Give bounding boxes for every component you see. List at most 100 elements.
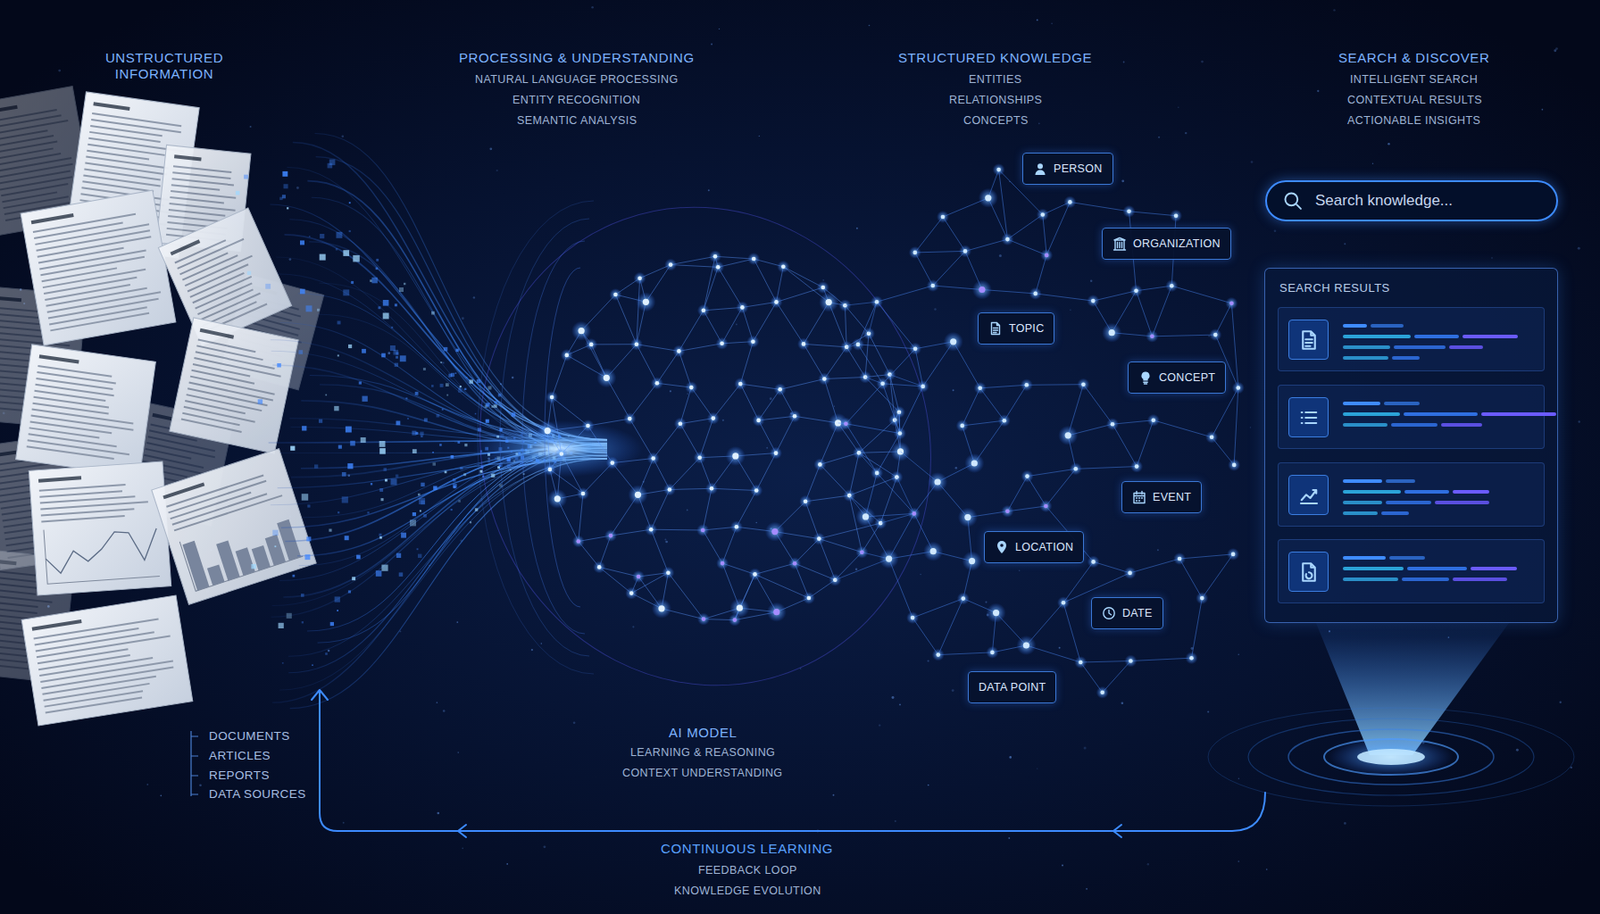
network-link: [794, 563, 835, 581]
sheet-text-line: [37, 365, 112, 378]
star-dot: [1559, 701, 1562, 704]
node-glow: [986, 603, 1007, 624]
network-link: [845, 383, 883, 425]
star-dot: [457, 751, 459, 754]
network-dot: [732, 452, 739, 459]
network-dot: [1091, 299, 1096, 304]
node-glow: [906, 611, 919, 625]
network-dot: [720, 561, 725, 567]
sheet-text-line: [33, 396, 109, 409]
section-heading: STRUCTURED KNOWLEDGE: [898, 50, 1092, 67]
network-dot: [1067, 200, 1073, 205]
data-particle: [491, 405, 494, 409]
network-link: [1004, 384, 1027, 421]
star-dot: [1008, 837, 1010, 840]
data-particle: [440, 383, 444, 388]
sheet-text-line: [90, 125, 163, 137]
sheet-text-line: [192, 363, 251, 378]
sheet-text-line: [0, 587, 36, 595]
data-particle: [423, 514, 427, 518]
data-particle: [419, 432, 424, 436]
data-particle: [328, 529, 332, 533]
result-bar: [1481, 412, 1557, 417]
node-glow: [1020, 378, 1034, 392]
sheet-text-line: [171, 177, 234, 186]
star-dot: [1090, 280, 1092, 283]
result-bar: [1342, 511, 1378, 516]
sheet-text-line: [0, 175, 73, 191]
data-particle: [283, 183, 289, 189]
node-glow: [735, 300, 749, 314]
network-dot: [585, 424, 591, 429]
network-link: [667, 573, 704, 620]
network-link: [783, 266, 824, 288]
network-dot: [716, 265, 721, 270]
node-glow: [870, 295, 884, 309]
network-link: [1046, 201, 1070, 256]
node-glow: [923, 541, 943, 562]
star-dot: [833, 405, 835, 407]
data-particle: [475, 508, 478, 511]
data-particle: [431, 311, 435, 316]
star-dot: [461, 847, 464, 850]
data-particle: [390, 345, 396, 351]
network-link: [865, 377, 900, 413]
sheet-title: [0, 558, 17, 567]
source-list-item: DOCUMENTS: [208, 729, 291, 744]
data-particle: [459, 385, 462, 388]
sheet-text-line: [30, 420, 113, 434]
star-dot: [511, 376, 515, 380]
data-particle: [375, 267, 379, 271]
network-link: [858, 452, 897, 477]
result-bar: [1441, 423, 1483, 427]
network-dot: [733, 617, 738, 623]
network-dot: [1229, 301, 1234, 307]
star-dot: [1333, 8, 1335, 11]
section-subtitle: RELATIONSHIPS: [949, 93, 1042, 108]
data-particle: [282, 662, 284, 665]
result-row: [1277, 539, 1545, 604]
data-particle: [352, 255, 360, 263]
node-glow: [632, 570, 645, 584]
sheet-text-line: [0, 152, 61, 167]
network-dot: [576, 539, 582, 544]
icon-org: [1112, 236, 1127, 251]
sheet-text-line: [0, 134, 54, 148]
document-sheet: [21, 595, 193, 726]
node-glow: [943, 332, 964, 352]
network-link: [858, 344, 884, 384]
network-link: [713, 383, 742, 419]
node-glow: [633, 272, 647, 285]
data-particle: [420, 483, 425, 487]
sheet-title: [38, 475, 82, 483]
projector-core: [1357, 749, 1425, 766]
result-bar: [1342, 401, 1381, 406]
network-dot: [1134, 464, 1140, 469]
network-link: [912, 617, 939, 656]
icon-hole: [1000, 543, 1004, 548]
star-dot: [1050, 22, 1053, 25]
node-glow: [769, 447, 783, 460]
network-dot: [801, 341, 807, 347]
network-link: [669, 488, 712, 490]
data-particle: [378, 533, 382, 537]
icon-list: [1298, 407, 1320, 429]
network-dot: [1236, 385, 1242, 391]
star-dot: [442, 709, 446, 713]
data-particle: [348, 344, 352, 349]
data-particle: [446, 394, 449, 397]
result-bar: [1342, 356, 1389, 360]
node-glow: [707, 412, 720, 425]
data-particle: [440, 361, 442, 364]
data-particle: [379, 536, 383, 540]
data-particle: [325, 394, 327, 397]
network-dot: [1091, 559, 1096, 565]
network-dot: [734, 525, 740, 530]
sheet-text-line: [41, 508, 135, 517]
node-glow: [1106, 417, 1119, 431]
node-glow: [1057, 596, 1070, 609]
network-link: [1027, 468, 1076, 476]
icon-doc: [988, 321, 1003, 336]
orbit-arcs: [477, 200, 594, 675]
sheet-text-line: [184, 255, 253, 287]
